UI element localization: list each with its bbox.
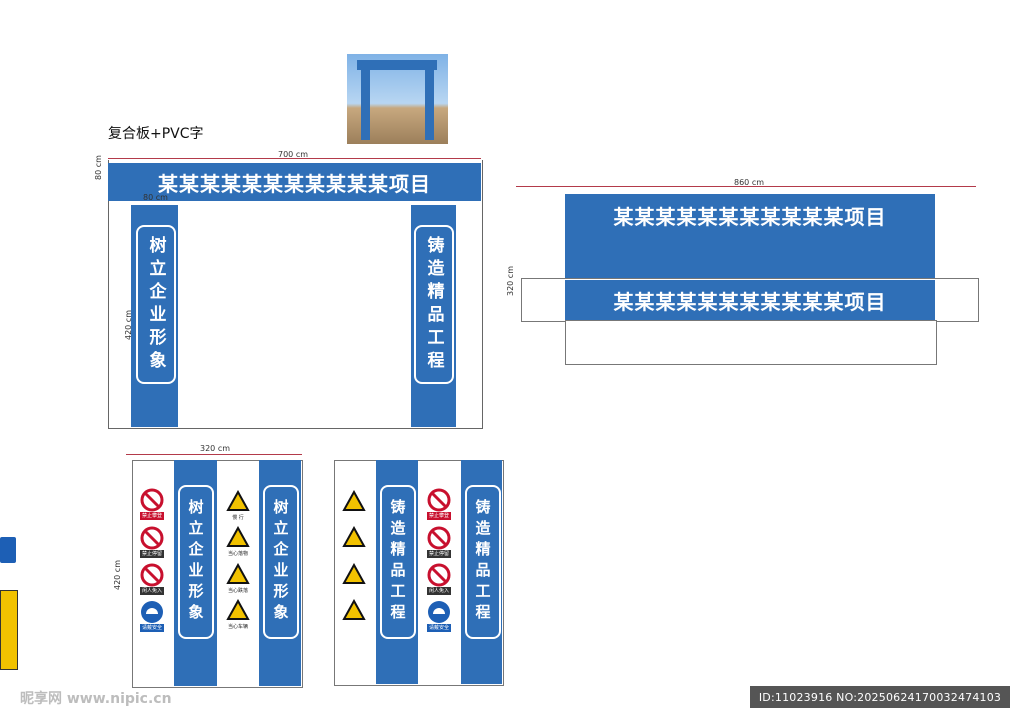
sign-caption: 当心车辆 <box>343 624 364 630</box>
gate1-height-dim: 80 cm <box>94 155 103 180</box>
helmet-icon <box>428 601 450 623</box>
gate2-width-dim: 860 cm <box>734 178 765 187</box>
sign-wear-helmet: 请戴安全帽 <box>140 600 164 639</box>
sign-caption: 禁止攀登 <box>140 512 164 520</box>
gate1-frame <box>108 160 483 429</box>
sign-vehicles: 当心车辆 <box>342 598 366 633</box>
helmet-icon <box>141 601 163 623</box>
sign-caption: 当心车辆 <box>227 624 248 630</box>
sign-slow: 慢 行 <box>342 489 366 524</box>
edge-warning-signs <box>0 590 18 670</box>
gate1-right-slogan: 铸造精品工程 <box>414 225 454 384</box>
panel-left-width-dim: 320 cm <box>200 444 231 453</box>
gate1-left-column <box>131 205 178 427</box>
sign-no-climb: 禁止攀登 <box>140 488 164 522</box>
gate1-right-column <box>411 205 456 427</box>
sign-no-entry: 闲人免入 <box>427 563 451 597</box>
panel-left-slogan-a: 树立企业形象 <box>178 485 214 639</box>
gate1-width-dim: 700 cm <box>278 150 309 159</box>
sign-no-stay: 禁止停留 <box>427 526 451 560</box>
sign-caption: 闲人免入 <box>140 587 164 595</box>
sign-falling-objects: 当心落物 <box>226 525 250 560</box>
sign-vehicles: 当心车辆 <box>226 598 250 633</box>
warning-triangle-icon <box>342 598 366 620</box>
warning-triangle-icon <box>342 562 366 584</box>
gate2-blue-band <box>565 236 935 278</box>
sign-no-climb: 禁止攀登 <box>427 488 451 522</box>
sign-caption: 当心落物 <box>227 551 248 557</box>
prohibition-icon <box>140 563 164 587</box>
sign-slow: 慢 行 <box>226 489 250 524</box>
sign-caption: 当心跌落 <box>343 588 364 594</box>
gate1-banner: 某某某某某某某某某某某项目 <box>108 163 481 201</box>
sign-wear-helmet: 请戴安全帽 <box>427 600 451 639</box>
warning-triangle-icon <box>226 562 250 584</box>
gate1-width-line <box>108 158 481 159</box>
prohibition-icon <box>427 526 451 550</box>
prohibition-icon <box>427 488 451 512</box>
sign-caption: 当心跌落 <box>227 588 248 594</box>
sign-fall-hazard: 当心跌落 <box>226 562 250 597</box>
warning-triangle-icon <box>226 525 250 547</box>
sign-caption: 请戴安全帽 <box>427 624 451 639</box>
panel-right-slogan-b: 铸造精品工程 <box>465 485 501 639</box>
warning-triangle-icon <box>226 598 250 620</box>
gate2-banner-top: 某某某某某某某某某某某项目 <box>565 194 935 236</box>
image-id-bar: ID:11023916 NO:20250624170032474103 <box>750 686 1010 708</box>
warning-triangle-icon <box>342 525 366 547</box>
panel-right-column-a <box>376 460 418 684</box>
gate2-base-box <box>565 320 937 365</box>
sign-caption: 禁止停留 <box>427 550 451 558</box>
warning-triangle-icon <box>342 489 366 511</box>
sign-caption: 禁止停留 <box>140 550 164 558</box>
gate1-left-slogan: 树立企业形象 <box>136 225 176 384</box>
prohibition-icon <box>140 526 164 550</box>
reference-photo <box>347 54 448 144</box>
sign-fall-hazard: 当心跌落 <box>342 562 366 597</box>
prohibition-icon <box>140 488 164 512</box>
panel-right-column-b <box>461 460 502 684</box>
gate2-width-line <box>516 186 976 187</box>
sign-no-entry: 闲人免入 <box>140 563 164 597</box>
sign-no-stay: 禁止停留 <box>140 526 164 560</box>
sign-caption: 慢 行 <box>232 515 244 521</box>
sign-caption: 当心落物 <box>343 551 364 557</box>
warning-triangle-icon <box>226 489 250 511</box>
gate2-height-dim: 320 cm <box>506 265 515 296</box>
sign-caption: 请戴安全帽 <box>140 624 164 639</box>
material-label: 复合板+PVC字 <box>108 126 204 142</box>
panel-left-width-line <box>126 454 302 455</box>
sign-caption: 慢 行 <box>348 515 360 521</box>
watermark-logo: 昵享网 www.nipic.cn <box>20 691 172 707</box>
gate1-col-dim: 80 cm <box>143 193 168 202</box>
panel-right-slogan-a: 铸造精品工程 <box>380 485 416 639</box>
prohibition-icon <box>427 563 451 587</box>
panel-left-column-b <box>259 460 301 686</box>
sign-caption: 闲人免入 <box>427 587 451 595</box>
edge-mandatory-sign <box>0 537 16 563</box>
panel-left-column-a <box>174 460 217 686</box>
sign-falling-objects: 当心落物 <box>342 525 366 560</box>
panel-left-height-dim: 420 cm <box>113 559 122 590</box>
gate2-banner-bottom: 某某某某某某某某某某某项目 <box>565 280 935 320</box>
panel-left-slogan-b: 树立企业形象 <box>263 485 299 639</box>
sign-caption: 禁止攀登 <box>427 512 451 520</box>
